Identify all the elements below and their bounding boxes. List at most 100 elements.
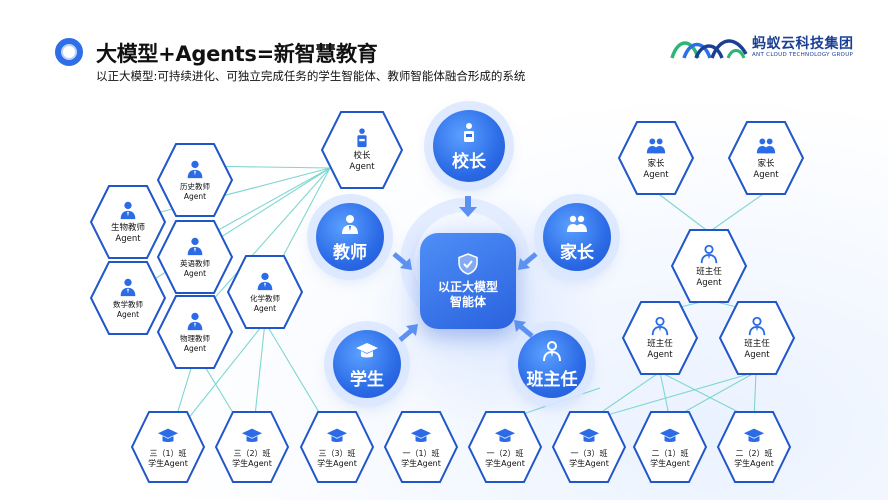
class-agent-suffix: 学生Agent (650, 459, 690, 468)
class-name: 三（2）班 (233, 448, 271, 458)
agent-suffix: Agent (183, 269, 207, 278)
center-label-line1: 以正大模型 (437, 280, 498, 294)
student-orb-label: 学生 (350, 369, 384, 390)
agent-suffix: Agent (115, 234, 141, 244)
graduation-cap-icon (326, 428, 348, 442)
graduation-cap-icon (494, 428, 516, 442)
graduation-cap-icon (356, 342, 378, 357)
hexagon-shape (89, 185, 167, 259)
teacher-icon (257, 272, 273, 291)
podium-icon (357, 128, 367, 148)
parent-agent-node-2: 家长 Agent (727, 120, 805, 196)
shield-icon (458, 253, 478, 275)
agent-suffix: Agent (183, 192, 207, 201)
company-logo-icon (670, 39, 748, 59)
class-agent-node-3-2: 三（2）班 学生Agent (214, 410, 290, 484)
hexagon-shape (89, 261, 167, 335)
class-agent-node-2-2: 二（2）班 学生Agent (716, 410, 792, 484)
class-agent-suffix: 学生Agent (232, 459, 272, 468)
hexagon-shape (621, 301, 699, 375)
agent-role: 校长 (353, 151, 371, 161)
agent-suffix: Agent (349, 162, 375, 172)
arrow-down-icon (459, 196, 477, 217)
class-name: 一（2）班 (486, 448, 524, 458)
agent-role: 物理教师 (180, 334, 210, 343)
teacher-orb-label: 教师 (333, 242, 367, 263)
class-agent-suffix: 学生Agent (734, 459, 774, 468)
hexagon-shape (130, 411, 206, 483)
class-agent-node-2-1: 二（1）班 学生Agent (632, 410, 708, 484)
hexagon-shape (299, 411, 375, 483)
class-name: 三（1）班 (149, 448, 187, 458)
parents-icon (756, 138, 776, 154)
hexagon-shape (320, 111, 404, 189)
principal-orb-label: 校长 (452, 151, 486, 172)
parent-agent-node-1: 家长 Agent (617, 120, 695, 196)
company-name: 蚂蚁云科技集团 (752, 36, 854, 52)
graduation-cap-icon (241, 428, 263, 442)
agent-role: 班主任 (696, 267, 722, 277)
arrow-left-up-icon (514, 320, 534, 338)
hexagon-shape (156, 143, 234, 217)
chemistry-teacher-agent-node: 化学教师 Agent (226, 254, 304, 330)
agent-role: 英语教师 (180, 259, 210, 268)
hexagon-shape (718, 301, 796, 375)
homeroom-orb: 班主任 (518, 330, 586, 398)
podium-icon (464, 122, 474, 142)
principal-agent-node: 校长 Agent (320, 110, 404, 190)
arrow-right-up-icon (398, 324, 418, 342)
teacher-icon (187, 160, 203, 179)
teacher-icon (342, 214, 358, 234)
graduation-cap-icon (578, 428, 600, 442)
principal-orb: 校长 (433, 110, 505, 182)
agent-suffix: Agent (183, 344, 207, 353)
page-subtitle: 以正大模型:可持续进化、可独立完成任务的学生智能体、教师智能体融合形成的系统 (96, 69, 526, 83)
homeroom-orb-label: 班主任 (526, 369, 578, 390)
teacher-icon (120, 201, 136, 220)
class-agent-suffix: 学生Agent (401, 459, 441, 468)
arrow-right-down-icon (392, 252, 412, 270)
agent-suffix: Agent (696, 278, 722, 288)
history-teacher-agent-node: 历史教师 Agent (156, 142, 234, 218)
agent-role: 化学教师 (250, 294, 280, 303)
class-agent-node-3-3: 三（3）班 学生Agent (299, 410, 375, 484)
agent-suffix: Agent (643, 170, 669, 180)
class-name: 二（2）班 (735, 448, 773, 458)
title-ring-icon (55, 38, 83, 66)
class-agent-suffix: 学生Agent (485, 459, 525, 468)
agent-role: 数学教师 (113, 300, 143, 309)
class-name: 一（3）班 (570, 448, 608, 458)
student-orb: 学生 (333, 330, 401, 398)
physics-teacher-agent-node: 物理教师 Agent (156, 294, 234, 370)
parent-orb: 家长 (543, 203, 611, 271)
parents-icon (567, 215, 587, 232)
biology-teacher-agent-node: 生物教师 Agent (89, 184, 167, 260)
math-teacher-agent-node: 数学教师 Agent (89, 260, 167, 336)
graduation-cap-icon (659, 428, 681, 442)
class-name: 一（1）班 (402, 448, 440, 458)
center-label-line2: 智能体 (449, 295, 486, 309)
hexagon-shape (383, 411, 459, 483)
hexagon-shape (156, 295, 234, 369)
homeroom-teacher-icon (543, 340, 561, 361)
teacher-icon (187, 312, 203, 331)
hexagon-shape (716, 411, 792, 483)
homeroom-agent-node-right: 班主任 Agent (718, 300, 796, 376)
homeroom-teacher-icon (748, 316, 766, 336)
agent-suffix: Agent (116, 310, 140, 319)
hexagon-shape (727, 121, 805, 195)
homeroom-agent-node-top: 班主任 Agent (670, 228, 748, 304)
agent-role: 班主任 (744, 339, 770, 349)
agent-role: 历史教师 (180, 182, 210, 191)
class-agent-node-1-3: 一（3）班 学生Agent (551, 410, 627, 484)
agent-suffix: Agent (744, 350, 770, 360)
class-agent-node-1-1: 一（1）班 学生Agent (383, 410, 459, 484)
hexagon-shape (670, 229, 748, 303)
parents-icon (646, 138, 666, 154)
agent-suffix: Agent (647, 350, 673, 360)
hexagon-shape (617, 121, 695, 195)
hexagon-shape (156, 220, 234, 294)
class-agent-node-1-2: 一（2）班 学生Agent (467, 410, 543, 484)
class-agent-suffix: 学生Agent (317, 459, 357, 468)
